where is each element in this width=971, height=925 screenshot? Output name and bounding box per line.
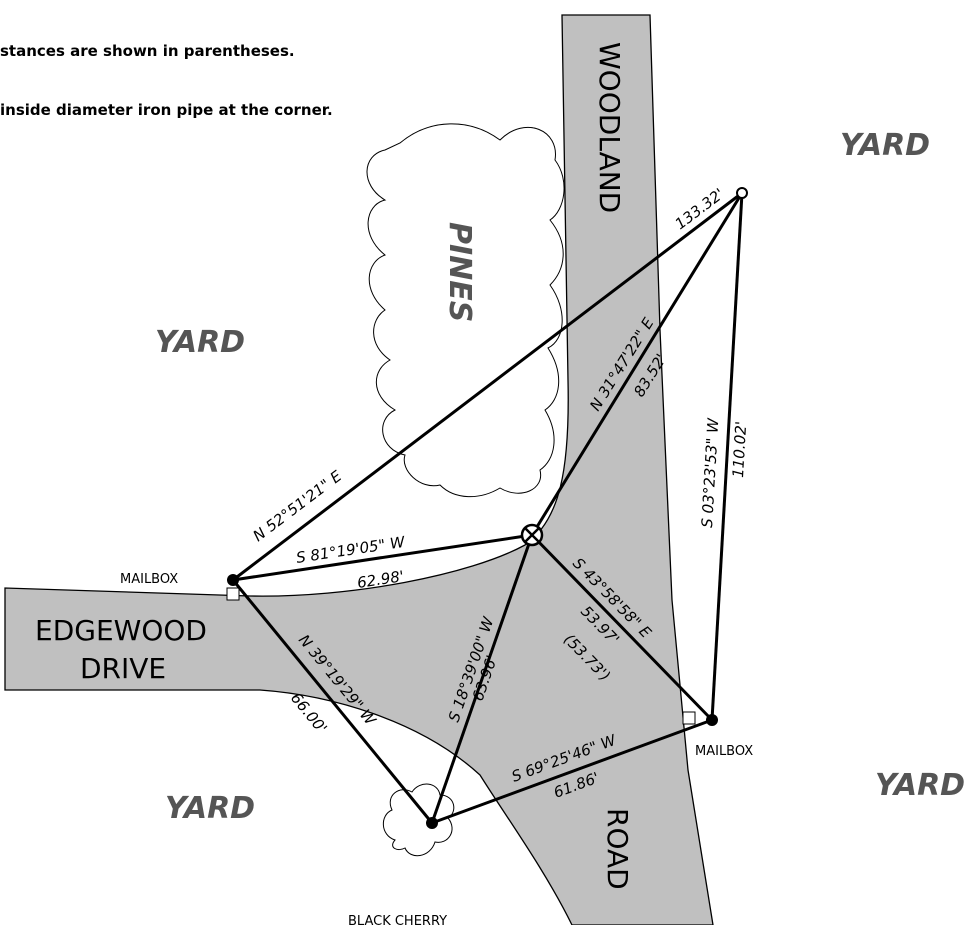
line-corner-to-bottom — [430, 534, 534, 824]
line-top-to-right — [710, 192, 744, 721]
point-bottom — [426, 817, 438, 829]
mailbox-right-label: MAILBOX — [695, 744, 753, 759]
line-left-to-bottom — [231, 579, 434, 824]
yard-bottom-right-label: YARD — [875, 768, 965, 803]
note-iron-pipe: inside diameter iron pipe at the corner. — [0, 101, 333, 119]
woodland-road-surface — [4, 14, 714, 925]
yard-left-label: YARD — [155, 325, 245, 360]
edgewood-street-label-line2: DRIVE — [80, 652, 166, 685]
iron-pipe-corner-icon — [520, 523, 544, 547]
mailbox-left-label: MAILBOX — [120, 572, 178, 587]
edgewood-street-label-line1: EDGEWOOD — [35, 614, 207, 647]
mailbox-right-icon — [682, 711, 696, 725]
yard-bottom-left-label: YARD — [165, 791, 255, 826]
line-left-to-corner — [232, 533, 533, 582]
black-cherry-tree-icon — [382, 783, 455, 857]
mailbox-left-icon — [226, 587, 240, 601]
yard-top-right-label: YARD — [840, 128, 930, 163]
right-side-bearing: S 03°23'53" W — [698, 417, 722, 529]
point-right-mailbox — [706, 714, 718, 726]
road-street-label: ROAD — [601, 808, 634, 890]
pines-tree-outline — [366, 123, 565, 498]
survey-lines — [231, 191, 744, 825]
point-left-mailbox — [227, 574, 239, 586]
note-parentheses: stances are shown in parentheses. — [0, 42, 295, 60]
line-corner-to-right — [530, 533, 714, 722]
black-cherry-label: BLACK CHERRY — [348, 914, 447, 925]
point-top-open — [736, 187, 748, 199]
road-surfaces — [4, 14, 714, 925]
pines-label: PINES — [442, 222, 477, 322]
line-corner-to-top — [530, 192, 744, 536]
line-left-to-top — [232, 191, 743, 582]
line-bottom-to-right — [431, 718, 713, 825]
right-side-distance: 110.02' — [729, 421, 750, 479]
woodland-street-label: WOODLAND — [593, 42, 626, 213]
